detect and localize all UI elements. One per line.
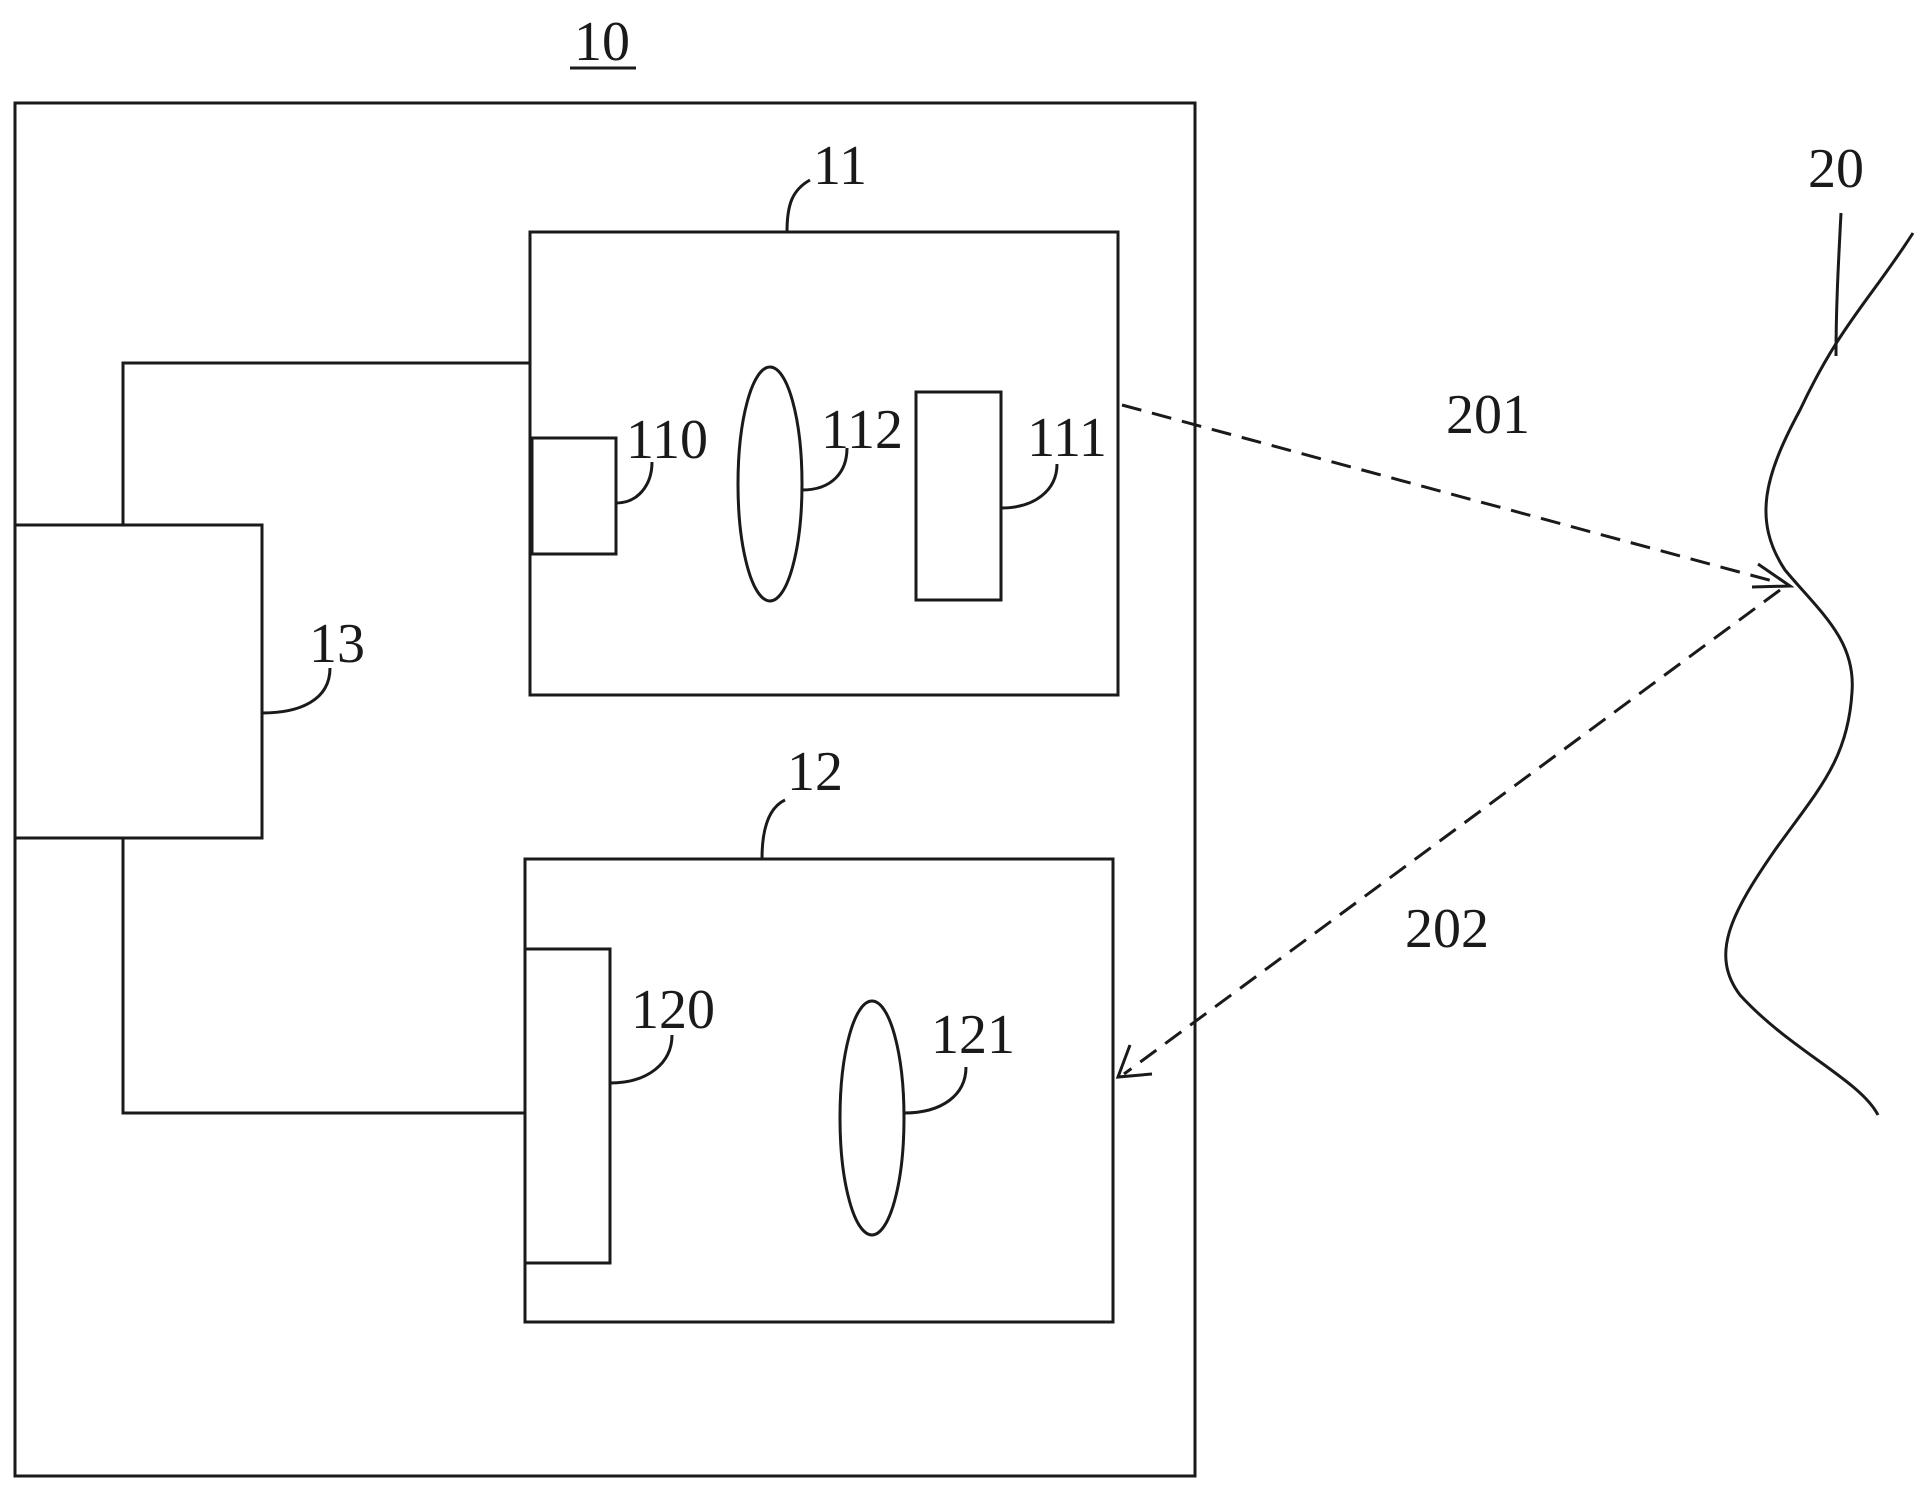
target-surface-curve [1724,232,1915,1116]
emitted-beam-arrowhead [1751,562,1795,589]
transmitter-module [528,230,1120,697]
receiver-module [523,857,1115,1324]
optical-element-label: 111 [1027,407,1107,469]
emitted-beam-arrow [1121,403,1781,585]
wire-processor-to-transmitter [121,361,530,525]
receiver-lens-leader-line [903,1066,968,1115]
emitted-beam-label: 201 [1446,384,1530,446]
reflected-beam-arrowhead [1115,1044,1153,1079]
processor-label: 13 [309,613,365,675]
device-label: 10 [574,11,630,73]
target-leader-line [1834,212,1843,357]
wire-processor-to-receiver [121,838,525,1115]
transmitter-lens-label: 112 [821,399,903,461]
target-label: 20 [1808,138,1864,200]
light-source-block [530,436,618,556]
light-source-label: 110 [626,409,708,471]
sensor-leader-line [609,1034,674,1085]
reflected-beam-label: 202 [1405,898,1489,960]
receiver-lens [838,999,906,1237]
light-source-leader-line [615,461,654,505]
optical-element-leader-line [1000,463,1059,510]
device-frame [13,101,1197,1478]
receiver-lens-label: 121 [931,1004,1015,1066]
transmitter-label: 11 [813,135,867,197]
processor-leader-line [261,667,332,715]
processor-block [13,523,264,840]
optical-element-block [914,390,1003,602]
transmitter-lens-leader-line [801,447,849,492]
receiver-leader-line [760,798,786,860]
sensor-label: 120 [631,979,715,1041]
receiver-label: 12 [787,741,843,803]
transmitter-leader-line [785,178,811,233]
transmitter-lens [736,365,804,603]
sensor-block [523,947,612,1265]
reflected-beam-arrow [1123,588,1781,1076]
